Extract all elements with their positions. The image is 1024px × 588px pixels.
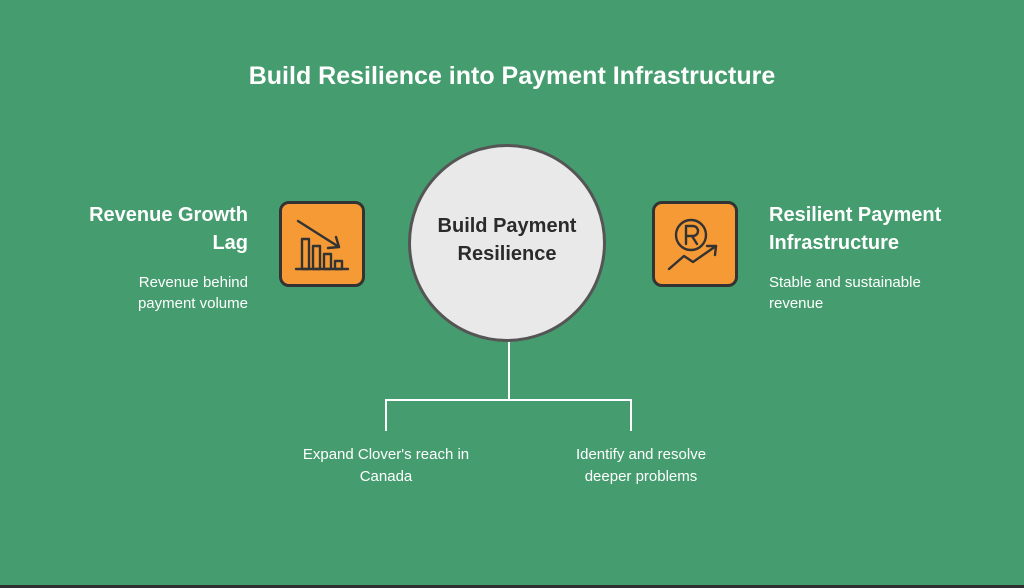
center-node: Build Payment Resilience	[408, 144, 606, 342]
center-label: Build Payment Resilience	[422, 212, 592, 268]
left-heading: Revenue Growth Lag	[48, 201, 248, 257]
diagram-title: Build Resilience into Payment Infrastruc…	[248, 62, 776, 90]
right-heading: Resilient Payment Infrastructure	[769, 201, 999, 257]
left-heading-line1: Revenue Growth	[89, 204, 248, 226]
branch-identify-line1: Identify and resolve	[575, 446, 707, 463]
right-heading-line2: Infrastructure	[769, 232, 900, 254]
right-desc-line2: revenue	[769, 295, 824, 312]
branch-label-expand: Expand Clover's reach in Canada	[276, 444, 496, 488]
right-heading-line1: Resilient Payment	[769, 204, 942, 226]
right-desc-line1: Stable and sustainable	[769, 274, 921, 291]
branch-expand-line2: Canada	[359, 468, 413, 485]
branch-label-identify: Identify and resolve deeper problems	[531, 444, 751, 488]
left-desc-line1: Revenue behind	[138, 274, 248, 291]
branch-expand-line1: Expand Clover's reach in	[302, 446, 470, 463]
center-label-line1: Build Payment	[437, 215, 577, 237]
center-label-line2: Resilience	[457, 243, 557, 265]
right-description: Stable and sustainable revenue	[769, 272, 999, 314]
left-desc-line2: payment volume	[137, 295, 248, 312]
declining-bar-chart-icon	[294, 219, 350, 271]
left-icon-box	[279, 201, 365, 287]
branch-identify-line2: deeper problems	[584, 468, 698, 485]
rising-revenue-icon	[667, 218, 718, 271]
bottom-border	[0, 585, 1024, 588]
left-heading-line2: Lag	[212, 232, 248, 254]
right-icon-box	[652, 201, 738, 287]
left-description: Revenue behind payment volume	[48, 272, 248, 314]
